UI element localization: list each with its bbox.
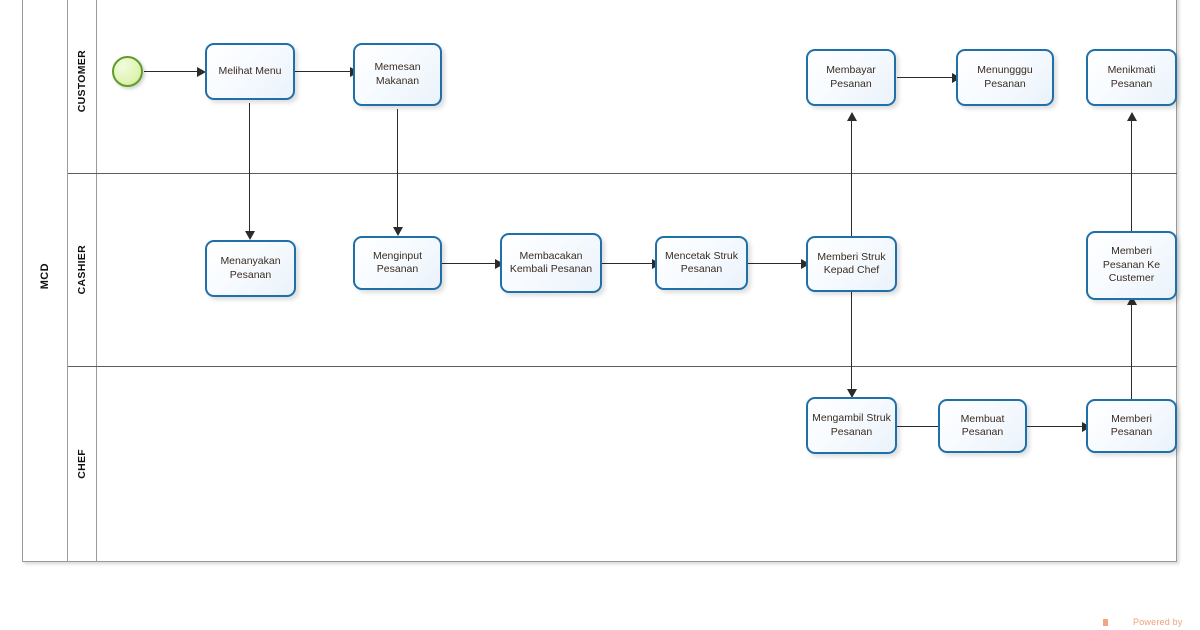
task-membayar-pesanan[interactable]: Membayar Pesanan [806, 49, 896, 106]
lane-header-chef: CHEF [68, 366, 97, 562]
task-label: Menanyakan Pesanan [220, 255, 281, 281]
flow-arrow-t1-to-t6 [245, 231, 255, 240]
task-memberi-pesanan[interactable]: Memberi Pesanan [1086, 399, 1177, 453]
task-menikmati-pesanan[interactable]: Menikmati Pesanan [1086, 49, 1177, 106]
task-label: Membayar Pesanan [826, 64, 876, 90]
start-event[interactable] [112, 56, 143, 87]
task-mencetak-struk-pesanan[interactable]: Mencetak Struk Pesanan [655, 236, 748, 290]
task-memberi-struk-kepad-chef[interactable]: Memberi Struk Kepad Chef [806, 236, 897, 292]
flow-t1-to-t2 [295, 71, 353, 73]
task-memesan-makanan[interactable]: Memesan Makanan [353, 43, 442, 106]
lane-header-cashier: CASHIER [68, 173, 97, 366]
task-memberi-pesanan-ke-custemer[interactable]: Memberi Pesanan Ke Custemer [1086, 231, 1177, 300]
task-label: Menikmati Pesanan [1107, 64, 1156, 90]
task-label: Memberi Pesanan Ke Custemer [1102, 245, 1161, 285]
task-label: Menginput Pesanan [372, 249, 423, 275]
watermark-text: Powered by [1133, 617, 1183, 627]
lane-label-chef: CHEF [76, 449, 88, 479]
task-menungggu-pesanan[interactable]: Menungggu Pesanan [956, 49, 1054, 106]
lane-label-customer: CUSTOMER [76, 50, 88, 113]
flow-t10-to-t3 [851, 116, 853, 240]
task-label: Membacakan Kembali Pesanan [509, 249, 593, 275]
task-label: Mengambil Struk Pesanan [812, 412, 891, 438]
task-label: Memesan Makanan [374, 61, 421, 87]
flow-t8-to-t9 [602, 263, 655, 265]
task-membuat-pesanan[interactable]: Membuat Pesanan [938, 399, 1027, 453]
flow-arrow-start-to-t1 [197, 67, 206, 77]
task-label: Melihat Menu [218, 64, 282, 77]
flow-t2-to-t7 [397, 109, 399, 232]
flow-t7-to-t8 [442, 263, 498, 265]
flow-arrow-t10-to-t3 [847, 112, 857, 121]
flow-t14-to-t11 [1131, 300, 1133, 400]
lane-header-customer: CUSTOMER [68, 0, 97, 173]
flow-t1-to-t6 [249, 103, 251, 234]
flow-t9-to-t10 [748, 263, 804, 265]
flow-t13-to-t14 [1027, 426, 1085, 428]
lane-divider-1 [68, 173, 1177, 174]
flow-t10-to-t12 [851, 291, 853, 395]
flow-start-to-t1 [144, 71, 200, 73]
flow-arrow-t10-to-t12 [847, 389, 857, 398]
task-melihat-menu[interactable]: Melihat Menu [205, 43, 295, 100]
task-membacakan-kembali-pesanan[interactable]: Membacakan Kembali Pesanan [500, 233, 602, 293]
task-mengambil-struk-pesanan[interactable]: Mengambil Struk Pesanan [806, 397, 897, 454]
flow-arrow-t11-to-t5 [1127, 112, 1137, 121]
flow-t3-to-t4 [897, 77, 955, 79]
pool-label: MCD [38, 262, 51, 290]
task-label: Membuat Pesanan [960, 412, 1005, 438]
pool-title-mcd: MCD [22, 0, 68, 562]
flow-arrow-t9-to-t10 [801, 259, 810, 269]
flow-arrow-t14-to-t11 [1127, 296, 1137, 305]
lane-label-cashier: CASHIER [76, 244, 88, 295]
task-menginput-pesanan[interactable]: Menginput Pesanan [353, 236, 442, 290]
task-label: Menungggu Pesanan [977, 64, 1033, 90]
flow-arrow-t7-to-t8 [495, 259, 504, 269]
task-label: Mencetak Struk Pesanan [665, 249, 738, 275]
task-label: Memberi Struk Kepad Chef [817, 250, 886, 276]
flow-t12-to-t13 [897, 426, 945, 428]
lane-divider-2 [68, 366, 1177, 367]
task-menanyakan-pesanan[interactable]: Menanyakan Pesanan [205, 240, 296, 297]
watermark-logo-icon [1103, 619, 1108, 626]
flow-t11-to-t5 [1131, 116, 1133, 231]
flow-arrow-t2-to-t7 [393, 227, 403, 236]
task-label: Memberi Pesanan [1110, 412, 1153, 438]
